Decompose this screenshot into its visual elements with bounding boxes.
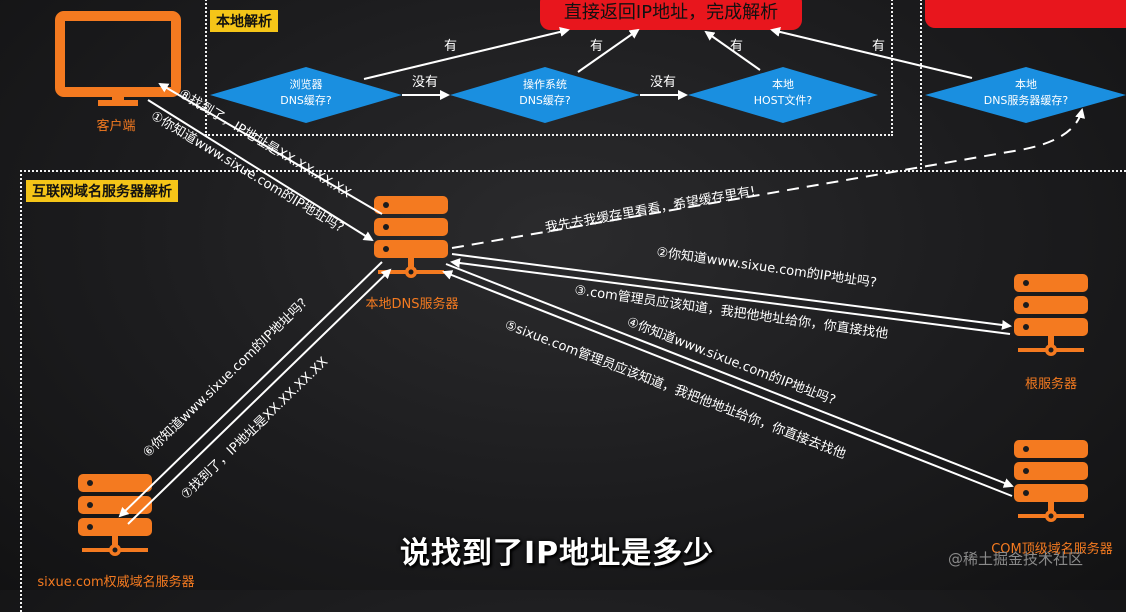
arrow-cache-check [451, 108, 1086, 249]
client-label: 客户端 [96, 118, 135, 134]
local-dns-server-icon [374, 196, 448, 278]
com-tld-server-label: COM顶级域名服务器 [991, 541, 1113, 557]
decision-browser-line1: 浏览器 [290, 77, 323, 91]
yes-arrow-2 [577, 28, 640, 73]
result-box: 直接返回IP地址，完成解析 [540, 0, 802, 30]
red-highlight [925, 0, 1126, 28]
dns-diagram: 客户端 浏览器 DNS缓存? 操作系统 DNS缓存? 本地 HOST文件? 本地… [37, 11, 1126, 590]
arrow-m8 [158, 82, 383, 215]
no-label-2: 没有 [650, 75, 676, 90]
arrow-m2 [451, 253, 1012, 330]
yes-arrow-4 [770, 27, 973, 79]
arrow-m3 [450, 258, 1011, 335]
yes-label-4: 有 [872, 39, 885, 54]
internet-resolution-box [20, 170, 1126, 612]
video-caption: 说找到了IP地址是多少 [400, 536, 715, 571]
root-server-label: 根服务器 [1025, 376, 1077, 392]
decision-os-line1: 操作系统 [523, 77, 567, 91]
decision-localdns-line2: DNS服务器缓存? [984, 93, 1069, 107]
root-server-icon [1014, 274, 1088, 356]
local-resolution-label: 本地解析 [210, 10, 278, 32]
decision-browser-line2: DNS缓存? [280, 93, 332, 107]
decision-browser-cache: 浏览器 DNS缓存? [210, 67, 402, 123]
local-resolution-box [205, 0, 893, 136]
local-dns-label: 本地DNS服务器 [366, 296, 459, 312]
decision-hosts-line2: HOST文件? [754, 93, 813, 107]
com-tld-server-icon [1014, 440, 1088, 522]
decision-hosts-line1: 本地 [772, 77, 794, 91]
arrow-m4 [445, 263, 1014, 488]
arrow-m6 [118, 261, 383, 518]
no-label-1: 没有 [412, 75, 438, 90]
decision-localdns-line1: 本地 [1015, 77, 1037, 91]
internet-resolution-label: 互联网域名服务器解析 [26, 180, 178, 202]
decision-local-dns-cache: 本地 DNS服务器缓存? [925, 67, 1126, 123]
yes-label-3: 有 [730, 39, 743, 54]
msg-m6: ⑥你知道www.sixue.com的IP地址吗? [140, 295, 311, 461]
watermark: @稀土掘金技术社区 [948, 550, 1084, 568]
decision-os-cache: 操作系统 DNS缓存? [450, 67, 640, 123]
decision-hosts-file: 本地 HOST文件? [688, 67, 878, 123]
yes-label-2: 有 [590, 39, 603, 54]
client-monitor-icon [55, 11, 181, 106]
msg-cache: 我先去我缓存里看看，希望缓存里有! [544, 183, 757, 236]
authoritative-server-label: sixue.com权威域名服务器 [37, 574, 194, 590]
yes-label-1: 有 [444, 39, 457, 54]
arrow-m5 [442, 270, 1013, 497]
yes-arrow-3 [704, 30, 761, 71]
yes-arrow-1 [363, 27, 570, 80]
arrow-m7 [127, 268, 392, 525]
authoritative-server-icon [78, 474, 152, 556]
local-cache-connector-box [920, 0, 922, 172]
decision-os-line2: DNS缓存? [519, 93, 571, 107]
msg-m7: ⑦找到了，IP地址是XX.XX.XX.XX [178, 354, 331, 502]
arrow-m1 [147, 99, 374, 242]
